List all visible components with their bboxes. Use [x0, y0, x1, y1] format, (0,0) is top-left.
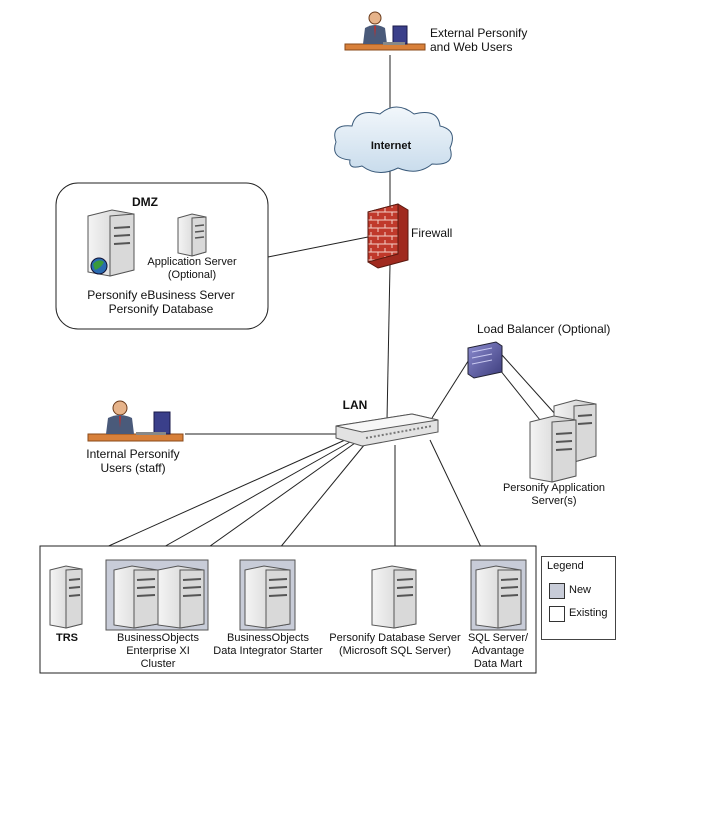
app-servers-label: Personify Application Server(s) [502, 482, 606, 507]
bo-data-label: BusinessObjects Data Integrator Starter [213, 632, 323, 657]
sql-mart-label: SQL Server/ Advantage Data Mart [467, 632, 529, 670]
dmz-title: DMZ [132, 195, 158, 209]
dmz-app-server-icon [177, 213, 207, 257]
sql-mart-server-icon [475, 565, 522, 629]
firewall-icon [367, 203, 409, 269]
ebusiness-server-icon [87, 209, 135, 277]
external-user-icon [344, 11, 426, 51]
bo-cluster-server-icon-2 [157, 565, 205, 629]
internet-cloud-icon [334, 106, 453, 173]
legend-new-swatch [549, 583, 565, 599]
legend: Legend New Existing [541, 556, 616, 640]
firewall-label: Firewall [411, 226, 453, 240]
trs-label: TRS [56, 632, 78, 644]
internal-user-icon [87, 400, 184, 442]
legend-new-label: New [569, 584, 592, 596]
bo-cluster-label: BusinessObjects Enterprise XI Cluster [117, 632, 199, 670]
bo-data-server-icon [244, 565, 291, 629]
legend-title: Legend [547, 560, 584, 572]
internal-users-label: Internal Personify Users (staff) [86, 447, 180, 475]
lan-switch-icon [335, 413, 439, 447]
db-server-icon [371, 565, 417, 629]
legend-existing-label: Existing [569, 607, 608, 619]
ebusiness-label: Personify eBusiness Server Personify Dat… [87, 288, 235, 316]
bo-cluster-server-icon-1 [113, 565, 159, 629]
db-server-label: Personify Database Server (Microsoft SQL… [329, 632, 461, 657]
load-balancer-label: Load Balancer (Optional) [477, 322, 611, 336]
dmz-app-server-label: Application Server (Optional) [147, 256, 237, 281]
lan-label: LAN [342, 398, 368, 412]
external-users-label: External Personify and Web Users [430, 26, 528, 54]
load-balancer-icon [467, 341, 503, 379]
internet-label: Internet [370, 140, 412, 152]
trs-server-icon [49, 565, 83, 629]
app-servers-icon [529, 399, 597, 483]
legend-existing-swatch [549, 606, 565, 622]
